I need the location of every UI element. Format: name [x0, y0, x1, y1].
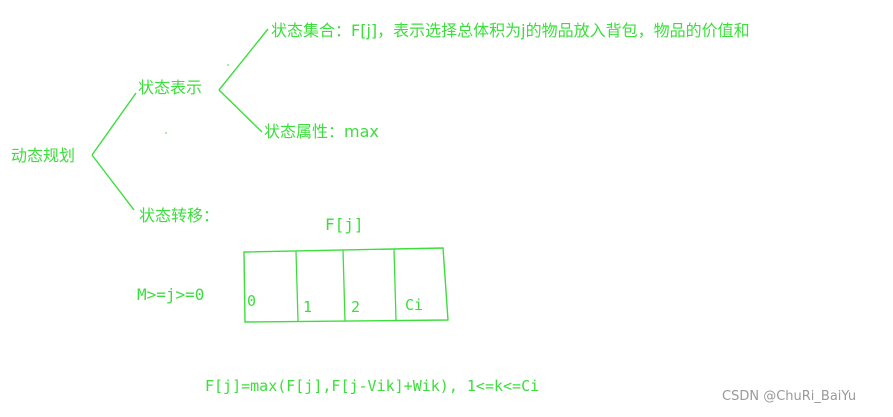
- index-range: M>=j>=0: [137, 285, 205, 304]
- connector-state-to-set: [218, 28, 269, 91]
- connector-root-to-state: [91, 92, 137, 156]
- array-cell-0: 0: [247, 292, 257, 310]
- array-cell-1: 1: [303, 298, 313, 316]
- connector-state-to-attr: [218, 89, 263, 133]
- leaf-node-state-attribute: 状态属性：max: [264, 122, 379, 141]
- array-divider: [393, 248, 397, 321]
- leaf-node-state-set: 状态集合：F[j]，表示选择总体积为j的物品放入背包，物品的价值和: [271, 21, 750, 40]
- array-box: [243, 247, 449, 323]
- transition-formula: F[j]=max(F[j],F[j-Vik]+Wik), 1<=k<=Ci: [205, 377, 540, 395]
- stray-dot: [227, 64, 229, 66]
- watermark: CSDN @ChuRi_BaiYu: [722, 389, 857, 404]
- connector-root-to-transfer: [91, 154, 135, 211]
- root-node-dynamic-programming: 动态规划: [11, 146, 76, 165]
- array-outline: [243, 247, 449, 323]
- array-divider: [295, 250, 299, 322]
- branch-node-state-representation: 状态表示: [138, 78, 203, 97]
- array-divider: [342, 249, 346, 322]
- array-cell-2: 2: [351, 298, 361, 316]
- branch-node-state-transfer: 状态转移：: [139, 206, 220, 225]
- stray-dot: [165, 132, 167, 134]
- array-caption: F[j]: [325, 215, 364, 234]
- array-cell-ci: Ci: [405, 296, 424, 314]
